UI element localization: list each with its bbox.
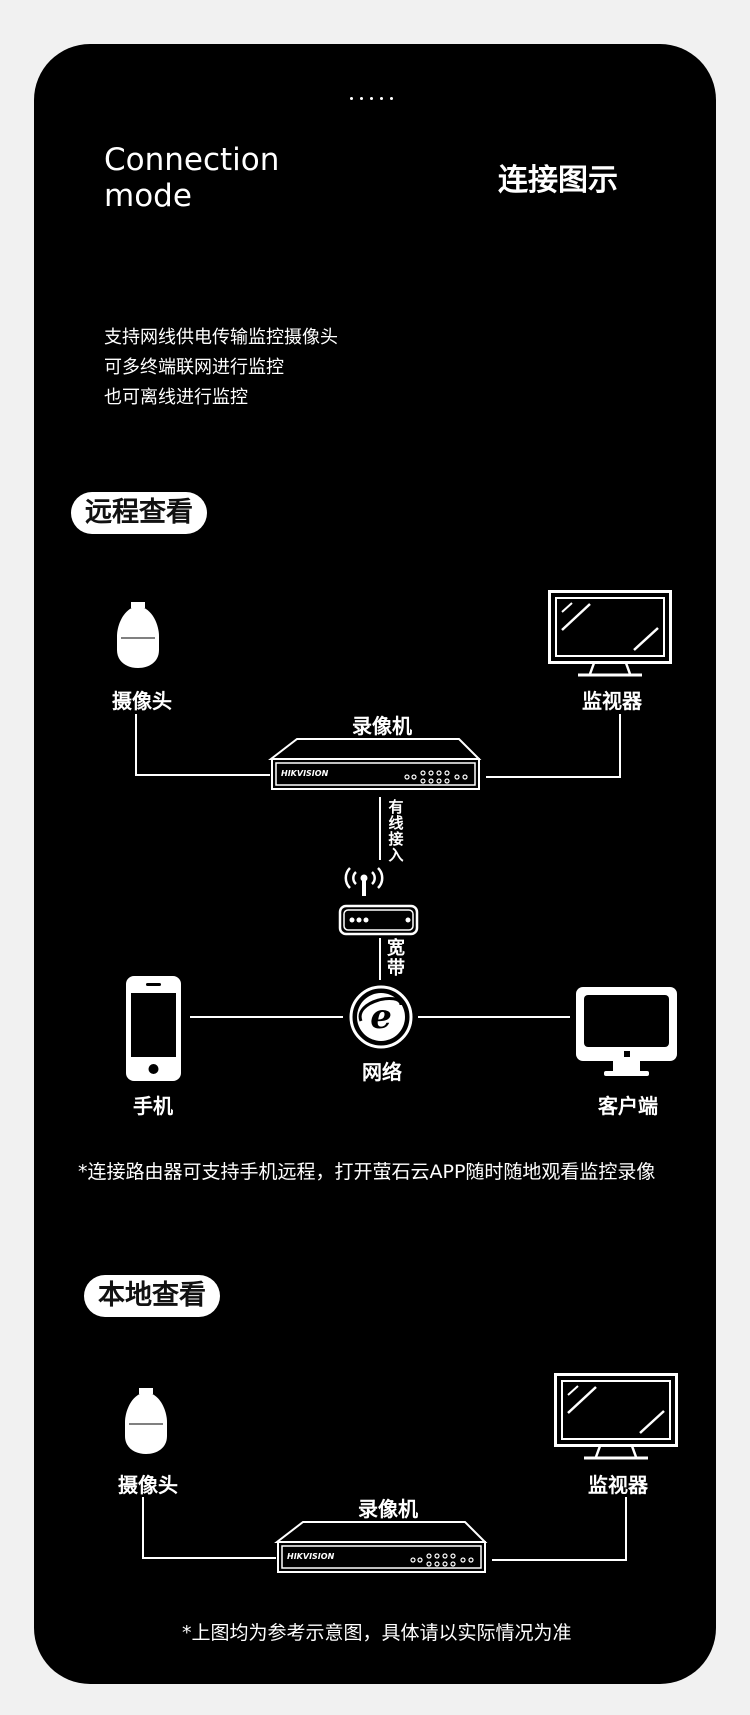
nvr-icon (268, 738, 482, 790)
monitor-icon (548, 590, 672, 677)
camera-label: 摄像头 (112, 689, 172, 713)
camera-icon (117, 602, 159, 668)
nvr-label: 录像机 (358, 1497, 418, 1521)
network-label: 网络 (362, 1060, 402, 1084)
camera-icon (125, 1388, 167, 1454)
title-chinese: 连接图示 (498, 163, 618, 198)
title-english: Connection mode (104, 142, 280, 214)
monitor-label: 监视器 (582, 689, 642, 713)
nvr-brand: HIKVISION (287, 1552, 335, 1561)
phone-icon (126, 976, 181, 1081)
intro-line: 支持网线供电传输监控摄像头 (104, 327, 338, 348)
remote-note: *连接路由器可支持手机远程，打开萤石云APP随时随地观看监控录像 (78, 1161, 656, 1183)
intro-line: 也可离线进行监控 (104, 387, 248, 408)
nvr-brand: HIKVISION (281, 769, 329, 778)
nvr-label: 录像机 (352, 714, 412, 738)
intro-line: 可多终端联网进行监控 (104, 357, 284, 378)
router-icon (338, 867, 419, 936)
section-local-label: 本地查看 (84, 1275, 220, 1317)
wired-access-label: 有线接入 (388, 798, 404, 864)
monitor-icon (554, 1373, 678, 1460)
phone-label: 手机 (133, 1094, 173, 1118)
camera-label: 摄像头 (118, 1473, 178, 1497)
monitor-label: 监视器 (588, 1473, 648, 1497)
section-remote-label: 远程查看 (71, 492, 207, 534)
intro-text: 支持网线供电传输监控摄像头 可多终端联网进行监控 也可离线进行监控 (104, 323, 338, 413)
svg-text:e: e (370, 997, 392, 1037)
broadband-label: 宽带 (387, 938, 405, 979)
desktop-icon (576, 987, 677, 1076)
nvr-icon (274, 1521, 488, 1573)
internet-icon: e (349, 985, 413, 1049)
client-label: 客户端 (598, 1094, 658, 1118)
footer-note: *上图均为参考示意图，具体请以实际情况为准 (182, 1622, 572, 1644)
